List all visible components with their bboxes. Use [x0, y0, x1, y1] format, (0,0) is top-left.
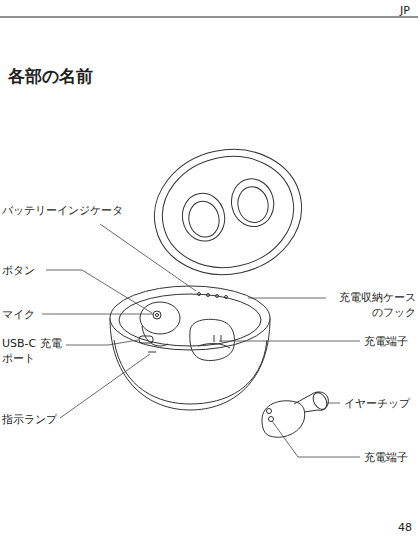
part-name: バッテリーインジケータ — [2, 203, 123, 218]
part-name: ボタン — [2, 263, 35, 278]
page-title: 各部の名前 — [8, 65, 93, 87]
part-name: 充電端子 — [364, 450, 408, 465]
page-number: 48 — [398, 520, 412, 535]
part-name: 充電端子 — [364, 334, 408, 349]
part-name: イヤーチップ — [344, 396, 410, 411]
part-name: マイク — [2, 307, 35, 322]
part-name: 指示ランプ — [2, 412, 57, 427]
part-name: USB-C 充電ポート — [2, 336, 64, 366]
part-name: 充電収納ケース のフック — [330, 290, 416, 320]
language-tag: JP — [400, 3, 410, 18]
